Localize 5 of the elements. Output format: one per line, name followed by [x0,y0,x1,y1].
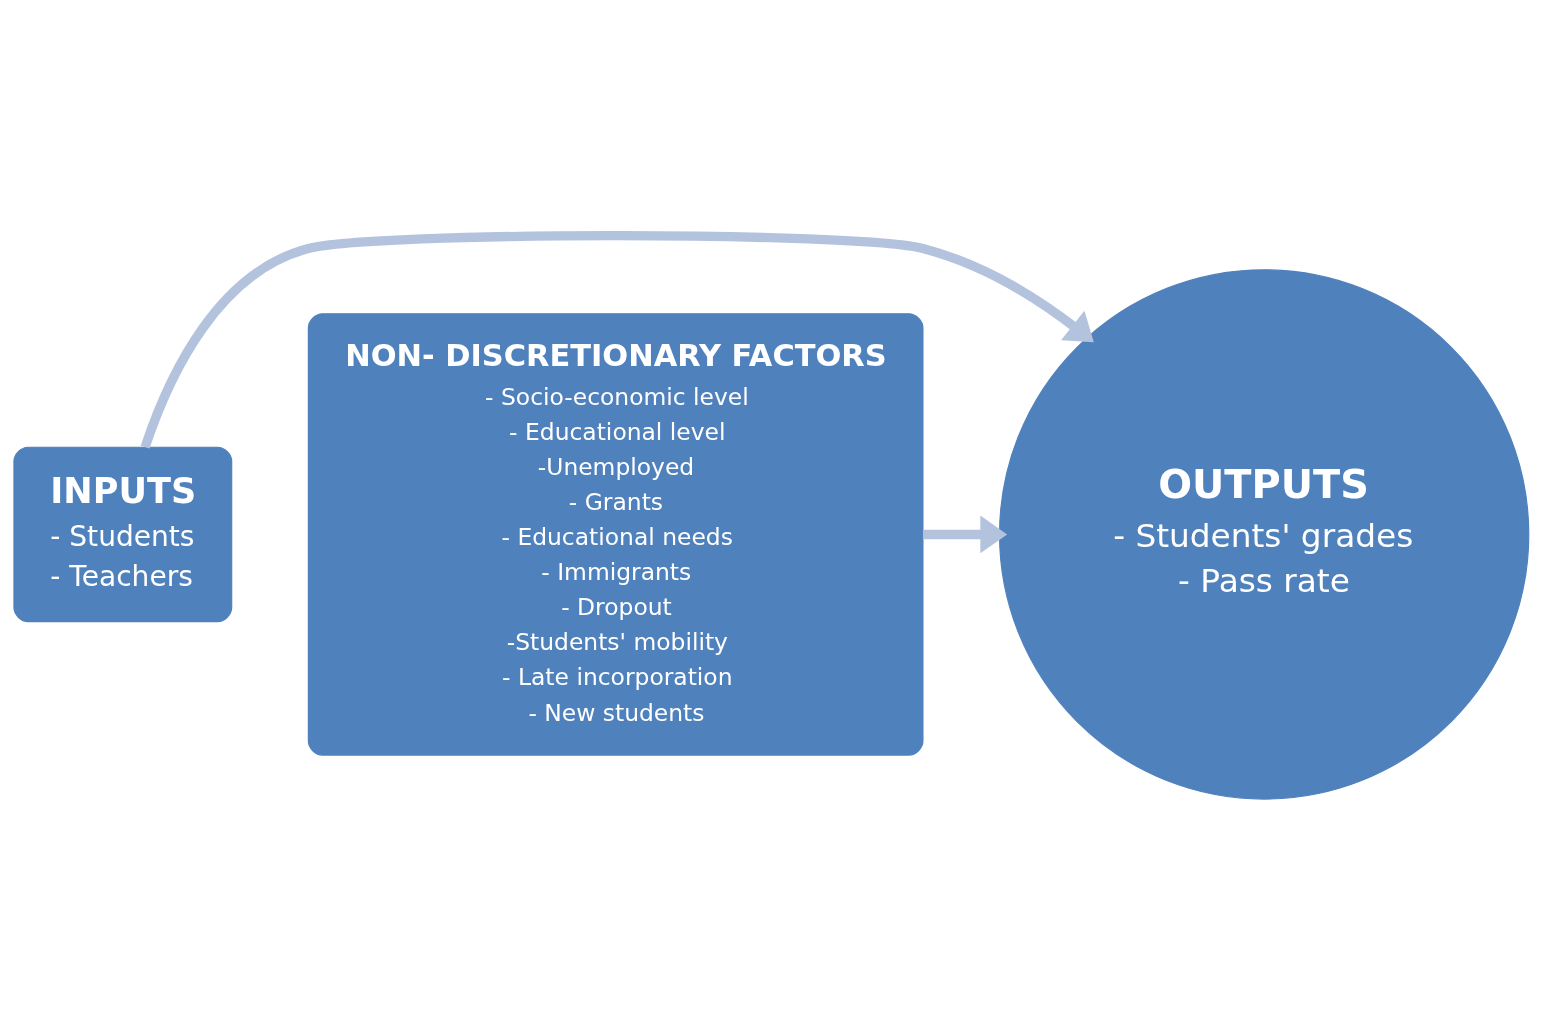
arrow [923,515,1008,553]
node-box: NON- DISCRETIONARY FACTORS - Socio-economic level - Educational level -Unemployed - Grants - Educational needs - Immigrants - Dropout -Students' mobility - Late incorporation - New students [307,312,924,756]
node-circle: OUTPUTS - Students' grades - Pass rate [998,268,1530,800]
arrow [140,230,1094,449]
node-box: INPUTS - Students - Teachers [13,446,233,622]
